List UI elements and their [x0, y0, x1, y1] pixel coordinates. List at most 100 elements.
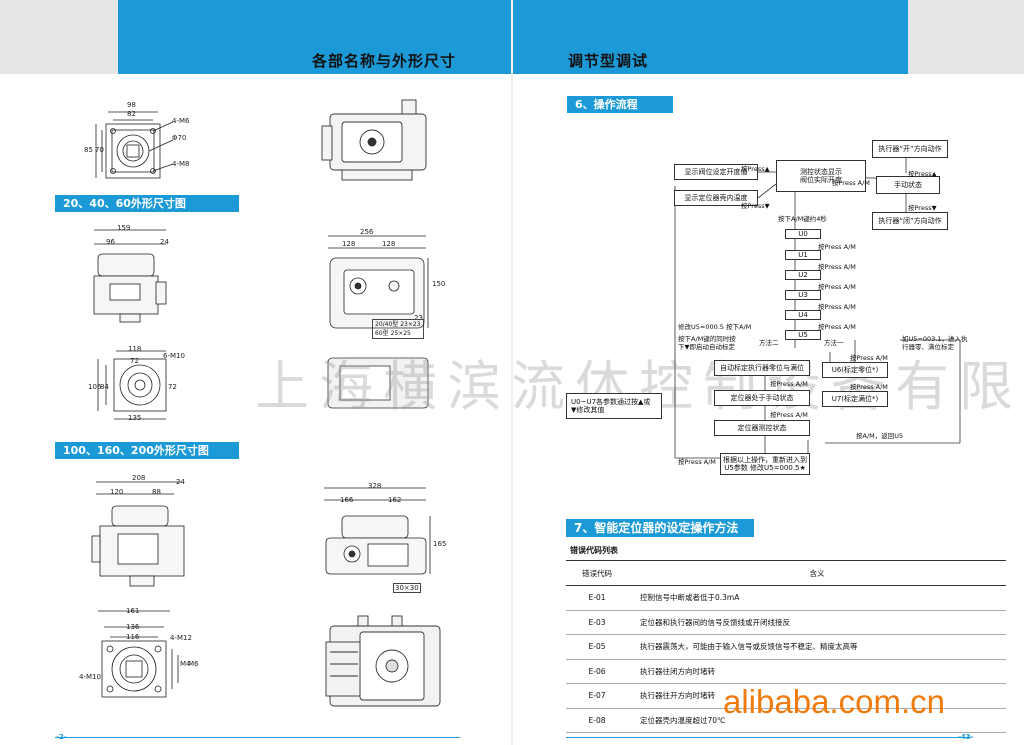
- footer-line-right: [566, 737, 971, 738]
- dim-label: 4-M8: [172, 160, 190, 168]
- flow-label: 按Press A/M: [818, 243, 856, 251]
- error-meaning: 执行器往闭方向时堵转: [628, 659, 1006, 684]
- dim-label: 6-M10: [163, 352, 185, 360]
- note-size: 23×23: [400, 321, 421, 328]
- drawing-front-view-large: [91, 481, 185, 587]
- flow-label: 修改U5=000.5 按下A/M: [678, 323, 752, 331]
- dim-label: 88: [152, 488, 161, 496]
- actuator-drawing-large: [325, 615, 441, 707]
- dim-label: 128: [342, 240, 356, 248]
- flow-measure-display: 测控状态显示 阀位实际开度: [776, 160, 866, 192]
- flow-note-u5: 如U5=003.1，进入执 行器零、满位标定: [902, 335, 968, 352]
- flow-label: 按Press A/M: [818, 323, 856, 331]
- drawing-flange-view: [97, 350, 167, 420]
- dim-label: M6: [188, 660, 199, 668]
- section-bar-20-40-60: 20、40、60外形尺寸图: [55, 195, 239, 212]
- flow-u6-zero: U6(标定零位*): [822, 362, 888, 378]
- page-fold: [511, 0, 513, 745]
- dim-label: 159: [117, 224, 131, 232]
- section-bar-operation-flow: 6、操作流程: [567, 96, 673, 113]
- right-page-title: 调节型调试: [568, 52, 649, 70]
- flow-label: 按Press▼: [741, 202, 770, 210]
- drawing-top-view-small: [95, 111, 174, 179]
- drawing-top-view-b: [328, 235, 429, 329]
- flow-label: 按Press A/M: [850, 354, 888, 362]
- header-code: 错误代码: [566, 560, 628, 586]
- flow-show-temperature: 显示定位器壳内温度: [674, 190, 758, 206]
- left-page-title: 各部名称与外形尺寸: [312, 52, 457, 70]
- error-code: E-05: [566, 634, 628, 660]
- dim-label: 85: [84, 146, 93, 154]
- dim-label: 328: [368, 482, 382, 490]
- dim-label: 4-M12: [170, 634, 192, 642]
- header-gray-right: [908, 0, 1024, 74]
- flow-label: 按Press A/M: [832, 179, 870, 187]
- flow-label: 按Press A/M: [770, 380, 808, 388]
- flow-method-one: 方法一: [824, 339, 844, 347]
- dim-label: 84: [100, 383, 109, 391]
- size-note-box: 20/40型 23×23 60型 25×25: [372, 319, 424, 339]
- dim-label: 118: [128, 345, 142, 353]
- flow-manual-state: 手动状态: [876, 176, 940, 194]
- flow-label: 按Press A/M: [818, 263, 856, 271]
- flow-label: 按Press A/M: [850, 383, 888, 391]
- flow-u7-full: U7(标定满位*): [822, 391, 888, 407]
- dim-label: 162: [388, 496, 402, 504]
- header-blue-left: [118, 0, 512, 74]
- dim-label: 82: [127, 110, 136, 118]
- error-meaning: 执行器震荡大，可能由于输入信号或反馈信号不稳定、精度太高等: [628, 634, 1006, 660]
- section-bar-setting-method: 7、智能定位器的设定操作方法: [566, 519, 754, 537]
- flow-label: 按Press A/M: [678, 458, 716, 466]
- drawing-top-view-large: [324, 487, 431, 575]
- error-meaning: 执行器往开方向时堵转: [628, 683, 1006, 709]
- dim-label: 161: [126, 607, 140, 615]
- error-table-title: 错误代码列表: [570, 546, 618, 555]
- error-meaning: 控制信号中断或者低于0.3mA: [628, 585, 1006, 611]
- flow-u5: U5: [785, 330, 821, 340]
- dim-label: 4-M6: [172, 117, 190, 125]
- error-code: E-06: [566, 659, 628, 684]
- dim-label: 23: [414, 314, 423, 322]
- flow-label: 按Press A/M: [770, 411, 808, 419]
- flow-label: 按下A/M键约4秒: [778, 215, 827, 223]
- section-bar-100-160-200: 100、160、200外形尺寸图: [55, 442, 239, 459]
- error-meaning: 定位器壳内温度超过70℃: [628, 708, 1006, 733]
- flow-u4: U4: [785, 310, 821, 320]
- flow-label: 按Press▲: [741, 165, 770, 173]
- dim-label: 256: [360, 228, 374, 236]
- table-header-row: 错误代码 含义: [566, 560, 1006, 586]
- dim-label: 24: [160, 238, 169, 246]
- flow-label: 按Press A/M: [818, 303, 856, 311]
- error-code: E-01: [566, 585, 628, 611]
- flow-label: 按A/M，返回U5: [856, 432, 904, 440]
- flow-u0: U0: [785, 229, 821, 239]
- note-type: 60型: [375, 330, 389, 337]
- page-number-right: -43-: [958, 733, 974, 741]
- flow-method-two: 方法二: [759, 339, 779, 347]
- error-meaning: 定位器和执行器间的信号反馈线或开闭线接反: [628, 610, 1006, 635]
- flow-repeat-note: 根据以上操作，重新进入到 U5参数 修改U5=000.5★: [720, 453, 810, 475]
- dim-label: 165: [433, 540, 447, 548]
- header-meaning: 含义: [628, 560, 1006, 586]
- drawing-side-view: [327, 357, 429, 409]
- flow-u3: U3: [785, 290, 821, 300]
- actuator-drawing-small: [321, 99, 427, 181]
- dim-label: 70: [95, 146, 104, 154]
- drawing-front-view-small: [93, 229, 167, 323]
- page-number-left: -2-: [56, 733, 67, 741]
- dim-label: 120: [110, 488, 124, 496]
- flow-u2: U2: [785, 270, 821, 280]
- error-code: E-03: [566, 610, 628, 635]
- error-code: E-08: [566, 708, 628, 733]
- dim-label: 136: [126, 623, 140, 631]
- dim-label: 4-M10: [79, 673, 101, 681]
- flow-open-action: 执行器“开”方向动作: [872, 140, 948, 158]
- dim-label: 135: [128, 414, 142, 422]
- flow-label: 按Press▲: [908, 170, 937, 178]
